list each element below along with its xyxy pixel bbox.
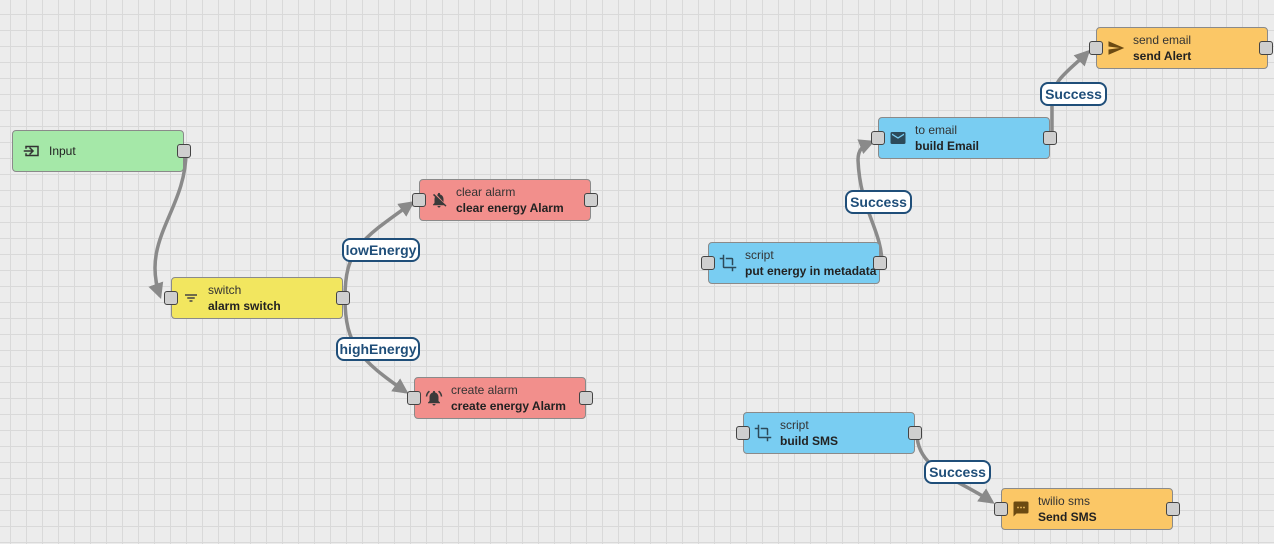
node-type: script [780, 418, 809, 432]
to-email-node[interactable]: to email build Email [871, 117, 1057, 159]
node-name: put energy in metadata [745, 264, 877, 278]
node-type: switch [208, 283, 242, 297]
input-port[interactable] [1089, 41, 1103, 55]
node-type: twilio sms [1038, 494, 1091, 508]
input-port[interactable] [701, 256, 715, 270]
node-name: Input [49, 144, 76, 158]
output-port[interactable] [579, 391, 593, 405]
transform-icon [719, 254, 737, 272]
node-type: script [745, 248, 774, 262]
transform-icon [754, 424, 772, 442]
node-type: to email [915, 123, 958, 137]
filter-icon [182, 289, 200, 307]
node-name: clear energy Alarm [456, 201, 564, 215]
input-port[interactable] [407, 391, 421, 405]
sms-icon [1012, 500, 1030, 518]
output-port[interactable] [908, 426, 922, 440]
output-port[interactable] [584, 193, 598, 207]
input-port[interactable] [412, 193, 426, 207]
input-node[interactable]: Input [12, 130, 191, 172]
input-port[interactable] [871, 131, 885, 145]
node-name: create energy Alarm [451, 399, 566, 413]
send-icon [1107, 39, 1125, 57]
node-type: create alarm [451, 383, 518, 397]
create-alarm-node[interactable]: create alarm create energy Alarm [407, 377, 593, 419]
output-port[interactable] [873, 256, 887, 270]
node-name: send Alert [1133, 49, 1192, 63]
wire-script-to-email[interactable] [856, 139, 884, 265]
output-port[interactable] [1043, 131, 1057, 145]
script-metadata-node[interactable]: script put energy in metadata [701, 242, 887, 284]
connection-label-meta-success[interactable]: Success [845, 190, 912, 214]
connection-label-high-energy[interactable]: highEnergy [336, 337, 420, 361]
alarm-icon [425, 389, 443, 407]
switch-node[interactable]: switch alarm switch [164, 277, 350, 319]
connection-label-email-success[interactable]: Success [1040, 82, 1107, 106]
input-port[interactable] [994, 502, 1008, 516]
send-email-node[interactable]: send email send Alert [1089, 27, 1273, 69]
output-port[interactable] [1259, 41, 1273, 55]
node-name: Send SMS [1038, 510, 1097, 524]
script-sms-node[interactable]: script build SMS [736, 412, 922, 454]
node-name: build SMS [780, 434, 838, 448]
alarm-off-icon [430, 191, 448, 209]
email-icon [889, 129, 907, 147]
node-name: build Email [915, 139, 980, 153]
input-icon [23, 142, 41, 160]
output-port[interactable] [336, 291, 350, 305]
output-port[interactable] [177, 144, 191, 158]
node-name: alarm switch [208, 299, 281, 313]
wire-input-to-switch[interactable] [148, 151, 188, 299]
node-type: send email [1133, 33, 1192, 47]
input-port[interactable] [736, 426, 750, 440]
input-port[interactable] [164, 291, 178, 305]
output-port[interactable] [1166, 502, 1180, 516]
connection-label-sms-success[interactable]: Success [924, 460, 991, 484]
clear-alarm-node[interactable]: clear alarm clear energy Alarm [412, 179, 598, 221]
twilio-sms-node[interactable]: twilio sms Send SMS [994, 488, 1180, 530]
node-type: clear alarm [456, 185, 516, 199]
connection-label-low-energy[interactable]: lowEnergy [342, 238, 420, 262]
